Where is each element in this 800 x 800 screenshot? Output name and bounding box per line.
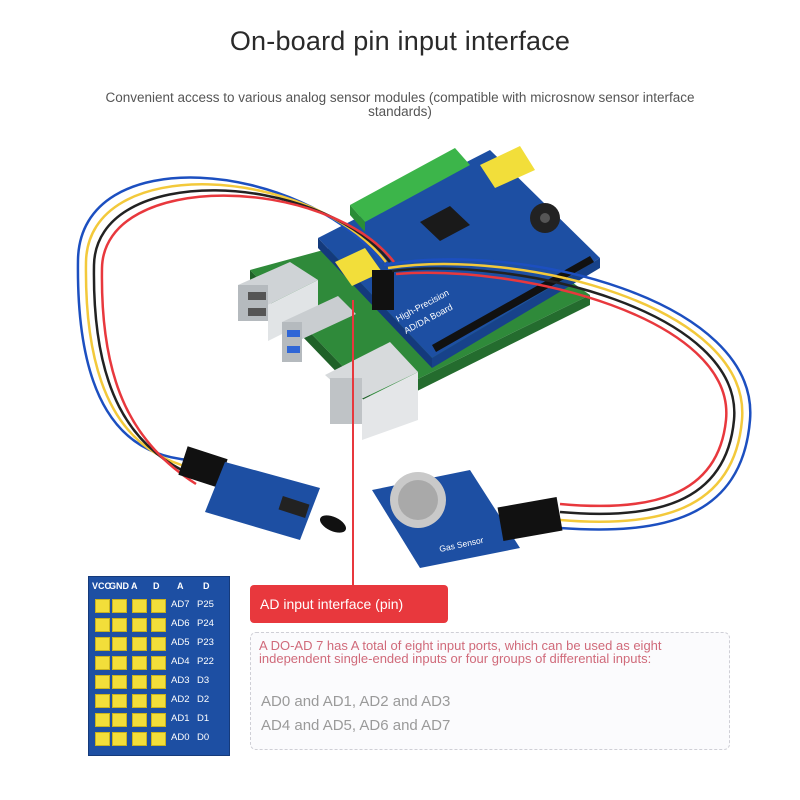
pin-row xyxy=(95,692,167,708)
pin-row xyxy=(95,730,167,746)
pin-header-d: D xyxy=(153,581,160,591)
description-text: A DO-AD 7 has A total of eight input por… xyxy=(259,638,662,666)
differential-pair-2: AD4 and AD5, AD6 and AD7 xyxy=(261,717,451,734)
pin-row xyxy=(95,711,167,727)
callout-leader-line xyxy=(352,300,354,586)
differential-pair-1: AD0 and AD1, AD2 and AD3 xyxy=(261,693,451,710)
ad-input-callout: AD input interface (pin) xyxy=(250,585,448,623)
sensor-cables xyxy=(76,176,752,531)
pin-row xyxy=(95,654,167,670)
pin-label-ad1: AD1 xyxy=(171,713,190,724)
pin-row xyxy=(95,635,167,651)
page-title: On-board pin input interface xyxy=(229,26,571,56)
pin-label-d3: D3 xyxy=(197,675,210,686)
pin-label-d1: D1 xyxy=(197,713,210,724)
pin-label-ad3: AD3 xyxy=(171,675,190,686)
pin-label-ad0: AD0 xyxy=(171,732,190,743)
pin-header-a-col: A xyxy=(177,581,184,591)
pin-header-vcc: VCC xyxy=(92,581,112,591)
ethernet-port xyxy=(325,342,418,440)
pin-header-a: A xyxy=(131,581,138,591)
pin-header-d-col: D xyxy=(203,581,210,591)
pin-label-p22: P22 xyxy=(197,656,214,667)
pin-label-p25: P25 xyxy=(197,599,214,610)
pin-label-ad6: AD6 xyxy=(171,618,190,629)
page-subtitle: Convenient access to various analog sens… xyxy=(105,90,695,119)
pin-label-ad2: AD2 xyxy=(171,694,190,705)
description-box: A DO-AD 7 has A total of eight input por… xyxy=(250,632,730,750)
pin-row xyxy=(95,616,167,632)
pin-row xyxy=(95,673,167,689)
usb-ports xyxy=(238,262,356,362)
pin-header-panel: VCC GND A D A D AD7 P25 AD6 P24 AD5 P23 … xyxy=(88,576,230,756)
pin-label-ad4: AD4 xyxy=(171,656,190,667)
flame-sensor-module xyxy=(178,446,347,540)
pin-header-gnd: GND xyxy=(109,581,129,591)
gas-sensor-module xyxy=(372,470,563,568)
pin-label-ad5: AD5 xyxy=(171,637,190,648)
pin-label-p23: P23 xyxy=(197,637,214,648)
pin-label-d0: D0 xyxy=(197,732,210,743)
ad-da-hat-board xyxy=(318,146,600,368)
pin-label-p24: P24 xyxy=(197,618,214,629)
pin-label-d2: D2 xyxy=(197,694,210,705)
pin-row xyxy=(95,597,167,613)
pin-label-ad7: AD7 xyxy=(171,599,190,610)
